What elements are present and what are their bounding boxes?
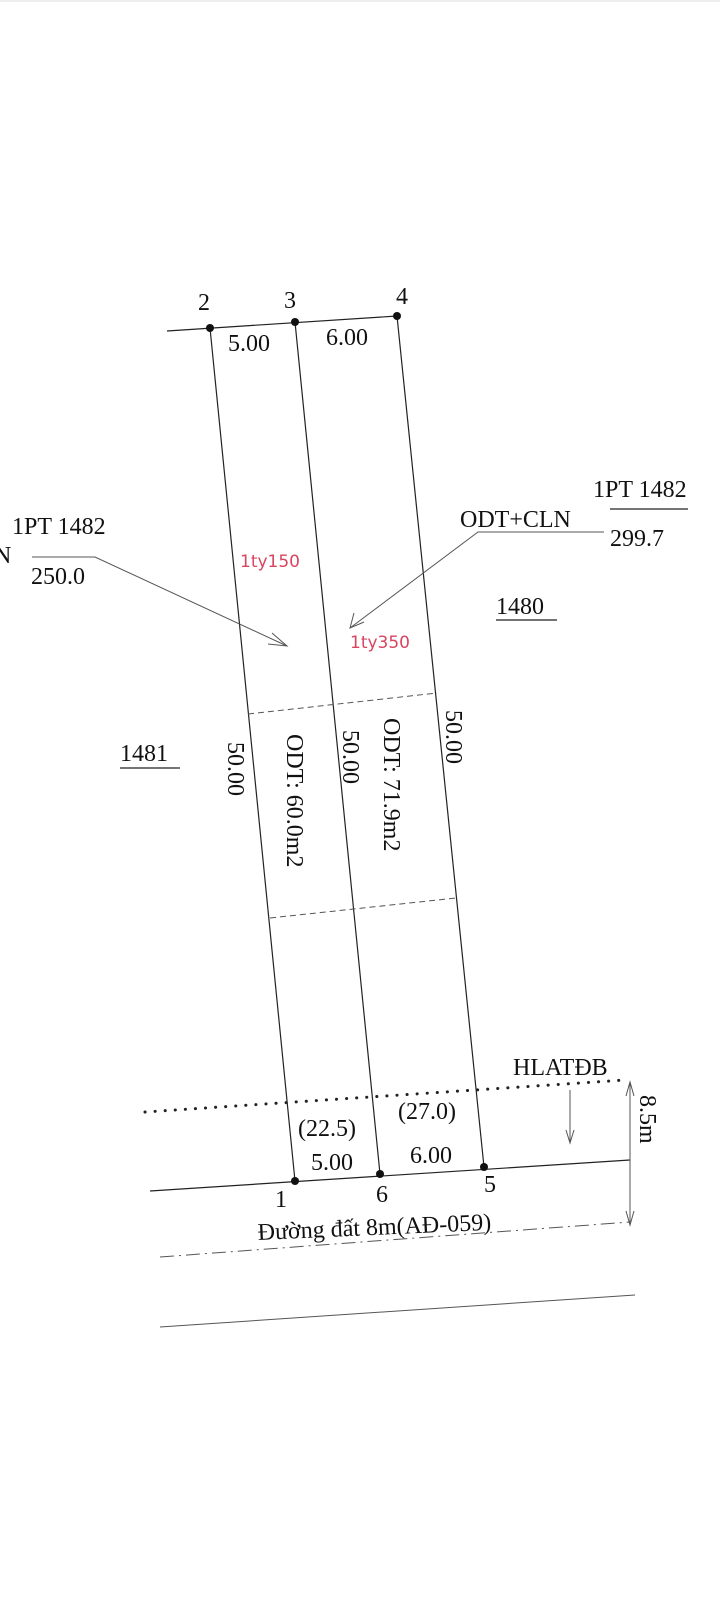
road-width-label: 8.5m [634,1095,660,1144]
dim-top-right: 6.00 [326,325,368,351]
right-boundary [396,315,485,1168]
land-use-label: ODT+CLN [460,507,571,533]
setback-left: (22.5) [298,1116,356,1142]
left-edge-fragment: N [0,543,11,569]
dashed-divider-lower [269,897,457,919]
setback-right: (27.0) [398,1099,456,1125]
road-edge-line [159,1221,631,1258]
point-5-marker [480,1163,488,1171]
bottom-boundary [149,1159,631,1192]
corner-markers [206,312,488,1185]
arrowhead-icon [267,632,289,647]
dim-top-left: 5.00 [228,331,270,357]
point-1-label: 1 [275,1187,287,1213]
dim-side-right: 50.00 [440,710,466,764]
right-parent-area: 299.7 [610,526,664,552]
right-leader-arrow [349,531,604,629]
right-parent-id: 1PT 1482 [593,477,687,503]
safety-corridor-line [143,1078,627,1114]
right-price: 1ty350 [350,633,410,653]
left-parent-id: 1PT 1482 [12,514,106,540]
left-boundary [209,327,296,1182]
point-2-marker [206,324,214,332]
top-boundary [166,315,398,332]
dim-bottom-right: 6.00 [410,1143,452,1169]
dashed-divider-upper [247,692,438,715]
point-4-label: 4 [396,284,408,310]
neighbor-1481: 1481 [120,741,168,767]
road-label: Đường đất 8m(AĐ-059) [257,1210,492,1246]
road-far-line [159,1294,636,1328]
arrowhead-icon [625,1080,635,1097]
left-price: 1ty150 [240,552,300,572]
left-leader-arrow [32,556,288,647]
point-2-label: 2 [198,290,210,316]
point-3-marker [291,318,299,326]
left-parent-area: 250.0 [31,564,85,590]
left-lot-area: ODT: 60.0m2 [281,734,307,867]
arrowhead-icon [349,612,365,629]
point-4-marker [393,312,401,320]
dim-side-left: 50.00 [222,742,248,796]
point-3-label: 3 [284,288,296,314]
neighbor-1480: 1480 [496,594,544,620]
arrowhead-icon [565,1129,575,1145]
point-1-marker [291,1177,299,1185]
dim-side-middle: 50.00 [337,730,363,784]
point-6-label: 6 [376,1182,388,1208]
point-6-marker [376,1170,384,1178]
dim-bottom-left: 5.00 [311,1150,353,1176]
middle-boundary [294,321,381,1175]
arrowhead-icon [625,1210,635,1227]
point-5-label: 5 [484,1172,496,1198]
right-lot-area: ODT: 71.9m2 [378,718,404,851]
safety-corridor-label: HLATĐB [513,1055,608,1081]
